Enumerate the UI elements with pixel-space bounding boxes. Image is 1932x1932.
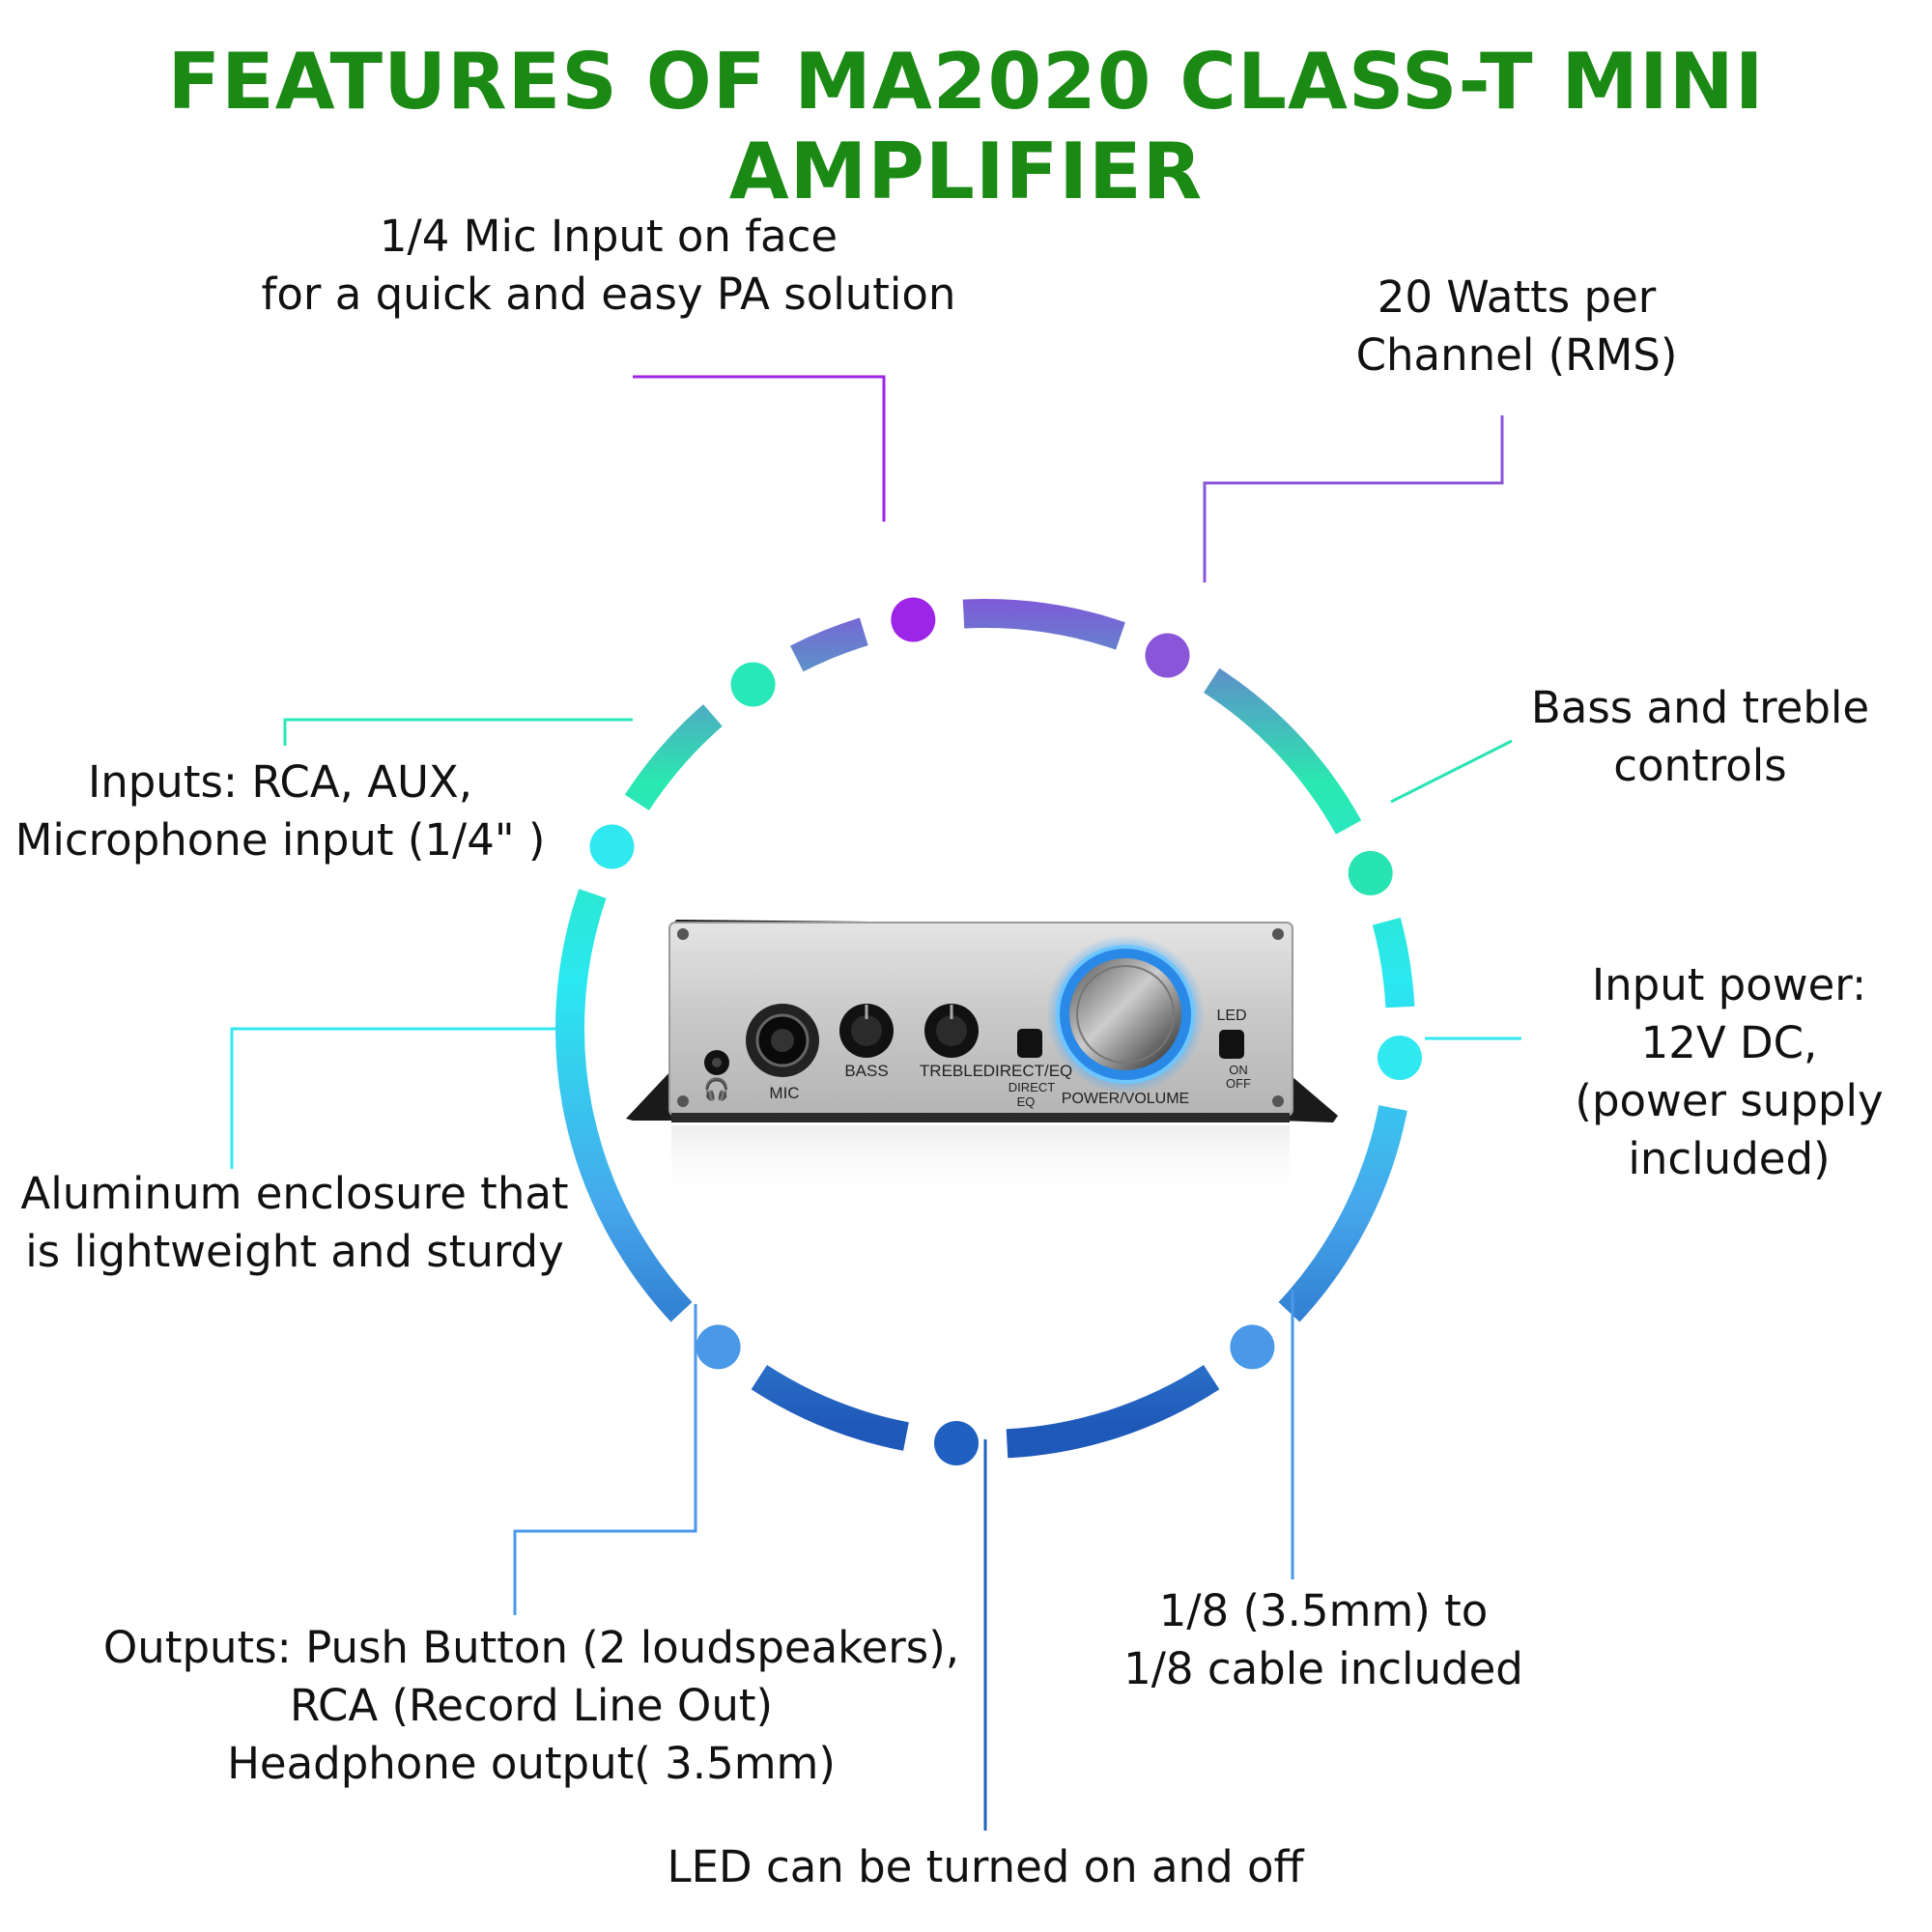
feature-dot-power xyxy=(1377,1035,1422,1080)
on-label: ON xyxy=(1229,1063,1248,1077)
direct-eq-button xyxy=(1017,1029,1042,1058)
page-title: FEATURES OF MA2020 CLASS-T MINI AMPLIFIE… xyxy=(167,37,1765,216)
ring-segment xyxy=(962,599,1125,650)
feature-dot-bass-treble xyxy=(1348,850,1393,895)
screw-icon xyxy=(1272,928,1284,940)
connector-lines xyxy=(230,375,1521,1831)
amp-bottom-edge xyxy=(671,1113,1290,1122)
feature-dot-cable xyxy=(1230,1324,1275,1370)
amp-right-flange xyxy=(1280,1070,1338,1122)
ring-segment xyxy=(751,1364,909,1451)
ring-segment xyxy=(789,617,868,672)
connector-line-inputs xyxy=(283,718,633,746)
screw-icon xyxy=(1272,1095,1284,1107)
headphone-icon: 🎧 xyxy=(703,1077,729,1102)
ring-segment xyxy=(624,704,723,811)
amplifier-image: 🎧 MIC BASS TREBLE DIRECT/EQ DIRECT EQ PO… xyxy=(626,920,1338,1203)
feature-dot-inputs xyxy=(730,662,776,707)
feature-dot-watts xyxy=(1145,633,1190,678)
off-label: OFF xyxy=(1226,1076,1251,1091)
connector-line-outputs xyxy=(513,1304,697,1615)
feature-dot-outputs xyxy=(696,1324,741,1370)
power-volume-label: POWER/VOLUME xyxy=(1062,1091,1189,1107)
feature-label-led: LED can be turned on and off xyxy=(667,1841,1304,1892)
feature-dot-enclosure xyxy=(589,824,635,869)
connector-line-watts xyxy=(1203,415,1504,582)
ring-segment xyxy=(1278,1105,1407,1322)
screw-icon xyxy=(677,928,689,940)
screw-icon xyxy=(677,1095,689,1107)
treble-label: TREBLE xyxy=(920,1062,983,1080)
ring-segment xyxy=(1203,668,1362,835)
mic-label: MIC xyxy=(769,1084,799,1102)
feature-dots xyxy=(589,597,1422,1465)
feature-ring xyxy=(555,599,1415,1459)
amp-left-flange xyxy=(626,1070,676,1121)
led-button xyxy=(1219,1030,1244,1059)
feature-label-inputs: Inputs: RCA, AUX,Microphone input (1/4" … xyxy=(14,756,546,866)
bass-label: BASS xyxy=(844,1062,888,1080)
connector-line-enclosure xyxy=(230,1027,555,1169)
ring-segment xyxy=(1006,1365,1220,1459)
amp-reflection xyxy=(671,1125,1290,1203)
direct-label: DIRECT xyxy=(1009,1080,1055,1094)
led-label: LED xyxy=(1216,1008,1246,1024)
eq-label: EQ xyxy=(1017,1094,1036,1109)
direct-eq-label: DIRECT/EQ xyxy=(983,1062,1073,1080)
connector-line-bass-treble xyxy=(1390,739,1513,804)
connector-line-mic-input xyxy=(633,375,886,522)
feature-dot-mic-input xyxy=(891,597,936,642)
feature-label-outputs: Outputs: Push Button (2 loudspeakers),RC… xyxy=(102,1622,960,1789)
feature-dot-led xyxy=(934,1420,980,1465)
power-volume-knob xyxy=(1069,958,1181,1070)
ring-segment xyxy=(555,889,693,1322)
ring-segment xyxy=(1372,917,1415,1009)
